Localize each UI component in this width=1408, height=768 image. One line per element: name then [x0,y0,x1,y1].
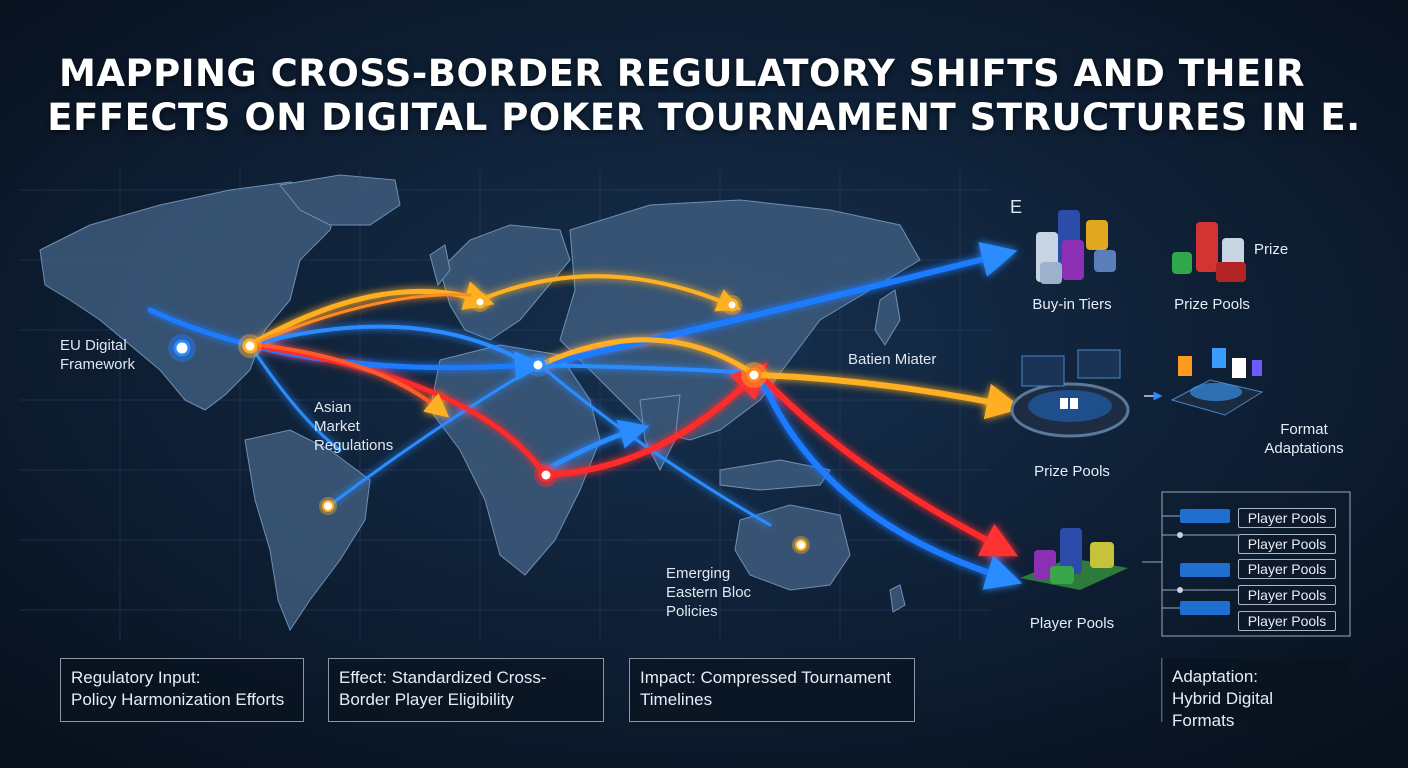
caption-prize: Prize [1254,241,1289,258]
player-pool-item: Player Pools [1238,559,1336,579]
impact-heading: Impact: [640,668,696,687]
regulatory-input-box: Regulatory Input: Policy Harmonization E… [60,658,304,722]
caption-player-pools: Player Pools [1029,615,1115,632]
adaptation-box: Adaptation: Hybrid Digital Formats [1162,658,1350,730]
label-asian-market-regulations: Asian Market Regulations [314,399,394,454]
effect-heading: Effect: [339,668,387,687]
player-pool-item: Player Pools [1238,611,1336,631]
adaptation-heading: Adaptation: [1172,667,1259,686]
effect-box: Effect: Standardized Cross- Border Playe… [328,658,604,722]
caption-format-adaptations: Format Adaptations [1264,421,1344,457]
label-emerging-eastern-bloc: Emerging Eastern Bloc Policies [666,565,752,620]
impact-box: Impact: Compressed Tournament Timelines [629,658,915,722]
label-e: E [1010,197,1023,217]
effect-body: Border Player Eligibility [339,690,514,709]
caption-prize-pools-top: Prize Pools [1174,296,1250,313]
player-pool-item: Player Pools [1238,508,1336,528]
caption-prize-pools-mid: Prize Pools [1034,463,1110,480]
effect-rest: Standardized Cross- [386,668,547,687]
player-pool-item: Player Pools [1238,534,1336,554]
adaptation-body: Hybrid Digital Formats [1172,689,1274,730]
title-line-2: EFFECTS ON DIGITAL POKER TOURNAMENT STRU… [47,96,1361,139]
player-pool-item: Player Pools [1238,585,1336,605]
regulatory-input-heading: Regulatory Input: [71,668,201,687]
label-batien-miater: Batien Miater [848,351,937,368]
impact-rest: Compressed Tournament [695,668,892,687]
regulatory-input-body: Policy Harmonization Efforts [71,690,285,709]
title-line-1: MAPPING CROSS-BORDER REGULATORY SHIFTS A… [59,52,1305,95]
caption-buy-in-tiers: Buy-in Tiers [1032,296,1112,313]
label-eu-digital-framework: EU Digital Framework [60,337,136,373]
impact-body: Timelines [640,690,713,709]
